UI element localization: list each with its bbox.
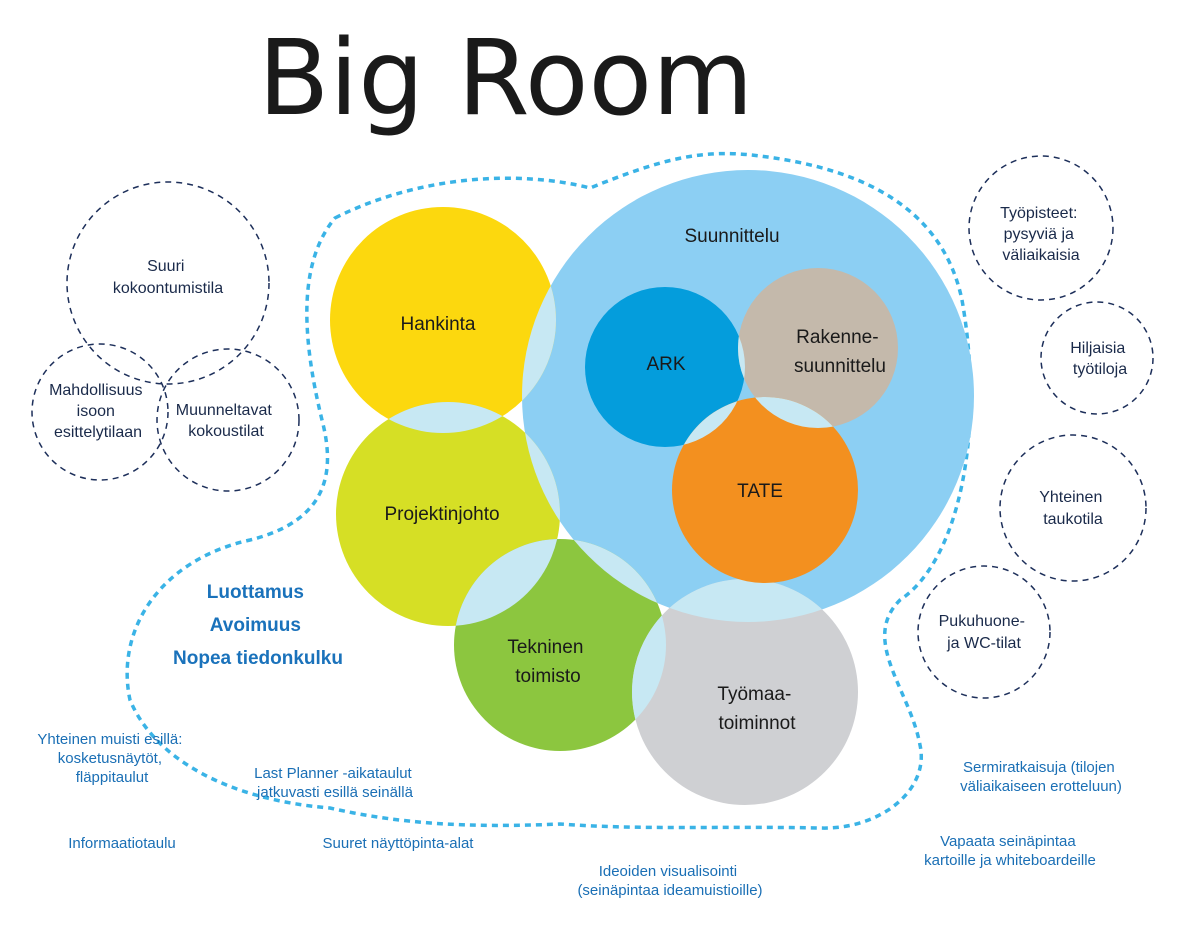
side-circle-tyopisteet xyxy=(968,155,1114,301)
side-circle-suuri xyxy=(66,181,270,385)
side-circle-pukuhuone xyxy=(917,565,1051,699)
hankinta-label: Hankinta xyxy=(401,314,476,335)
side-label-suuri: Suuri kokoontumistila xyxy=(113,258,223,297)
rakennesuunnittelu-circle xyxy=(738,268,898,428)
note-vapaata: Vapaata seinäpintaa kartoille ja whitebo… xyxy=(924,833,1096,869)
side-label-tyopisteet: Työpisteet: pysyviä ja väliaikaisia xyxy=(1000,205,1082,264)
tate-circle xyxy=(672,397,858,583)
projektinjohto-label: Projektinjohto xyxy=(384,504,499,525)
side-label-muunneltavat: Muunneltavat kokoustilat xyxy=(176,402,277,440)
note-naytto: Suuret näyttöpinta-alat xyxy=(323,835,475,852)
note-ideoiden: Ideoiden visualisointi (seinäpintaa idea… xyxy=(577,863,762,899)
side-label-hiljaisia: Hiljaisia työtiloja xyxy=(1070,340,1130,378)
side-circle-hiljaisia xyxy=(1040,301,1154,415)
note-informaatiotaulu: Informaatiotaulu xyxy=(68,835,176,852)
tate-label: TATE xyxy=(737,481,783,502)
tekninen-toimisto-label: Tekninen toimisto xyxy=(507,637,588,687)
page-title: Big Room xyxy=(258,17,753,139)
overlap-tekninen-others xyxy=(454,539,666,751)
side-circle-mahdollisuus xyxy=(31,343,169,481)
suunnittelu-label: Suunnittelu xyxy=(684,226,779,247)
side-label-mahdollisuus: Mahdollisuus isoon esittelytilaan xyxy=(49,382,147,441)
note-sermi: Sermiratkaisuja (tilojen väliaikaiseen e… xyxy=(960,759,1122,795)
values-list: Luottamus Avoimuus Nopea tiedonkulku xyxy=(173,582,343,669)
ark-label: ARK xyxy=(646,354,685,375)
side-circle-taukotila xyxy=(999,434,1147,582)
side-label-pukuhuone: Pukuhuone- ja WC-tilat xyxy=(939,613,1030,652)
side-circle-muunneltavat xyxy=(156,348,300,492)
tyomaatoiminnot-label: Työmaa- toiminnot xyxy=(717,684,796,734)
rakennesuunnittelu-label: Rakenne- suunnittelu xyxy=(794,327,886,377)
tyomaatoiminnot-circle xyxy=(632,579,858,805)
ark-circle xyxy=(585,287,745,447)
note-yhteinen-muisti: Yhteinen muisti esillä: kosketusnäytöt, … xyxy=(37,731,186,786)
side-label-taukotila: Yhteinen taukotila xyxy=(1039,489,1107,528)
note-last-planner: Last Planner -aikataulut jatkuvasti esil… xyxy=(254,765,416,801)
hankinta-circle xyxy=(330,207,556,433)
